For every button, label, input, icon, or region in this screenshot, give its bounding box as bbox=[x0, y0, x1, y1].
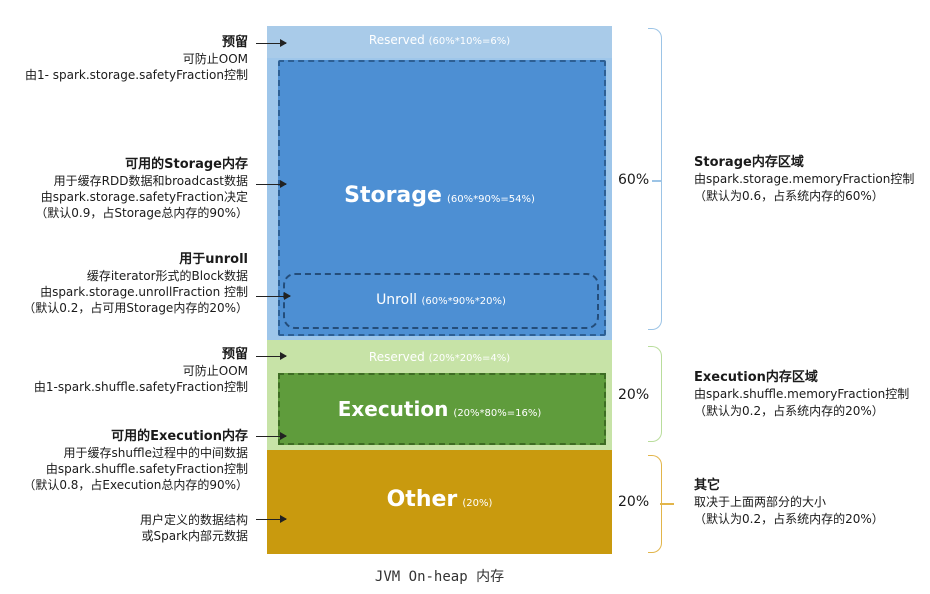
brace-execution bbox=[648, 346, 662, 442]
other-region bbox=[267, 450, 612, 554]
storage-percent: 60% bbox=[618, 172, 650, 188]
arrow-reserved-storage bbox=[256, 39, 287, 47]
other-label: Other (20%) bbox=[386, 487, 493, 512]
right-annotation-execution: Execution内存区域 由spark.shuffle.memoryFract… bbox=[694, 370, 910, 418]
reserved-exec-label: Reserved (20%*20%=4%) bbox=[368, 350, 511, 364]
execution-label: Execution (20%*80%=16%) bbox=[337, 397, 542, 421]
execution-percent: 20% bbox=[618, 387, 650, 403]
brace-other-tick bbox=[660, 503, 674, 505]
brace-storage bbox=[648, 28, 662, 330]
arrow-reserved-execution bbox=[256, 352, 287, 360]
reserved-region-execution bbox=[267, 340, 612, 370]
annotation-usable-storage: 可用的Storage内存 用于缓存RDD数据和broadcast数据 由spar… bbox=[35, 157, 248, 220]
diagram-caption: JVM On-heap 内存 bbox=[374, 569, 505, 585]
right-annotation-other: 其它 取决于上面两部分的大小 （默认为0.2，占系统内存的20%） bbox=[694, 478, 884, 526]
storage-label: Storage (60%*90%=54%) bbox=[344, 183, 535, 208]
annotation-other: 用户定义的数据结构 或Spark内部元数据 bbox=[139, 513, 248, 543]
annotation-reserved-execution: 预留 可防止OOM 由1-spark.shuffle.safetyFractio… bbox=[33, 347, 248, 394]
storage-usable-box bbox=[278, 60, 606, 336]
annotation-usable-execution: 可用的Execution内存 用于缓存shuffle过程中的中间数据 由spar… bbox=[23, 429, 248, 492]
reserved-top-label: Reserved (60%*10%=6%) bbox=[368, 33, 511, 47]
annotation-unroll: 用于unroll 缓存iterator形式的Block数据 由spark.sto… bbox=[23, 252, 248, 315]
arrow-unroll bbox=[256, 292, 291, 300]
execution-usable-box bbox=[278, 373, 606, 445]
right-annotation-storage: Storage内存区域 由spark.storage.memoryFractio… bbox=[694, 155, 915, 203]
brace-storage-tick bbox=[652, 180, 662, 182]
other-percent: 20% bbox=[618, 494, 650, 510]
arrow-other bbox=[256, 515, 287, 523]
unroll-label: Unroll (60%*90%*20%) bbox=[376, 292, 506, 308]
arrow-usable-storage bbox=[256, 180, 287, 188]
arrow-usable-execution bbox=[256, 432, 287, 440]
annotation-reserved-storage: 预留 可防止OOM 由1- spark.storage.safetyFracti… bbox=[24, 35, 248, 82]
unroll-box bbox=[283, 273, 599, 329]
reserved-region-top bbox=[267, 26, 612, 58]
